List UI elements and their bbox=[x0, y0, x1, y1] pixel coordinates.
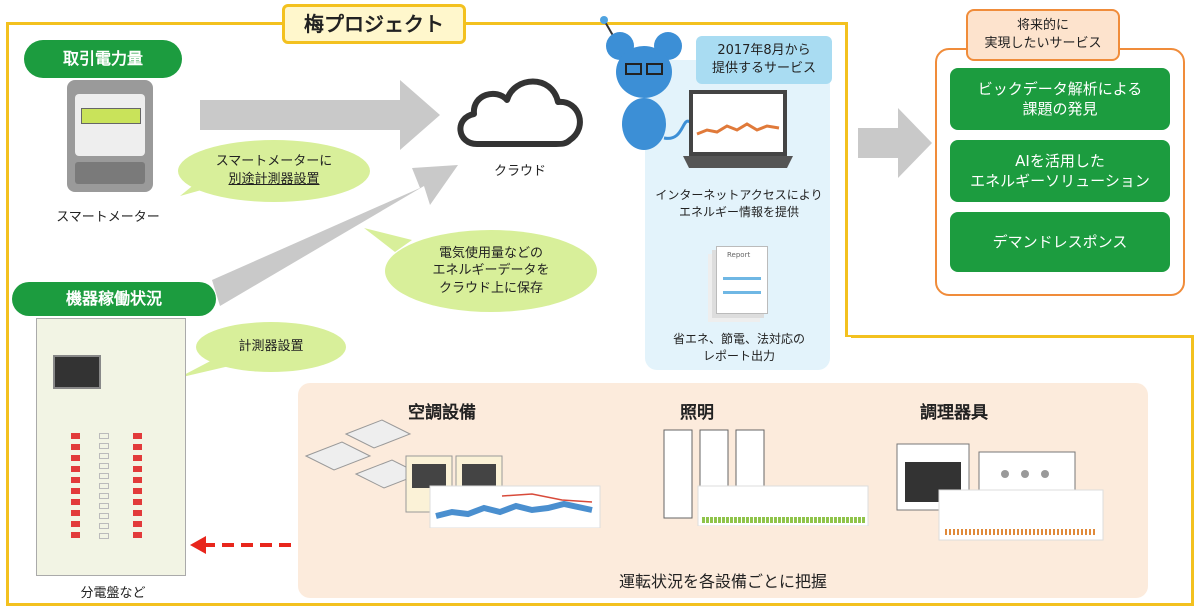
project-title: 梅プロジェクト bbox=[282, 4, 466, 44]
future-item-demand-response: デマンドレスポンス bbox=[950, 212, 1170, 272]
laptop-caption: インターネットアクセスによりエネルギー情報を提供 bbox=[655, 188, 823, 219]
lighting-title: 照明 bbox=[680, 403, 714, 423]
laptop-icon bbox=[683, 90, 793, 168]
smart-meter-label: スマートメーター bbox=[56, 210, 160, 225]
future-item-ai: AIを活用したエネルギーソリューション bbox=[950, 140, 1170, 202]
cloud-callout: 電気使用量などのエネルギーデータをクラウド上に保存 bbox=[385, 230, 597, 312]
report-caption: 省エネ、節電、法対応のレポート出力 bbox=[672, 332, 805, 363]
meter-pill: 取引電力量 bbox=[24, 40, 182, 78]
mouse-mascot-icon bbox=[600, 16, 691, 150]
future-item-bigdata: ビックデータ解析による課題の発見 bbox=[950, 68, 1170, 130]
services-2017-heading: 2017年8月から提供するサービス bbox=[696, 36, 832, 84]
feedback-arrowhead bbox=[190, 536, 206, 554]
equipment-footer: 運転状況を各設備ごとに把握 bbox=[618, 572, 827, 591]
cooking-equipment-icon bbox=[896, 443, 1104, 541]
future-services-heading: 将来的に実現したいサービス bbox=[966, 9, 1120, 61]
panel-pill: 機器稼働状況 bbox=[12, 282, 216, 316]
arrow-panel-to-cloud bbox=[212, 165, 458, 306]
cloud-icon bbox=[457, 78, 583, 147]
project-frame-extension bbox=[845, 335, 1194, 606]
cooking-title: 調理器具 bbox=[920, 403, 988, 423]
hvac-title: 空調設備 bbox=[408, 403, 476, 423]
distribution-board-icon bbox=[36, 318, 186, 576]
meter-callout: スマートメーターに別途計測器設置 bbox=[178, 140, 370, 202]
distribution-board-label: 分電盤など bbox=[80, 586, 146, 601]
report-icon: Report bbox=[716, 246, 768, 314]
lighting-equipment-icon bbox=[663, 429, 869, 526]
smart-meter-icon bbox=[67, 80, 153, 192]
cloud-label: クラウド bbox=[493, 164, 546, 179]
panel-callout: 計測器設置 bbox=[196, 322, 346, 372]
arrow-to-future bbox=[858, 108, 932, 178]
arrow-meter-to-cloud bbox=[200, 80, 440, 150]
hvac-equipment-icon bbox=[304, 419, 601, 528]
